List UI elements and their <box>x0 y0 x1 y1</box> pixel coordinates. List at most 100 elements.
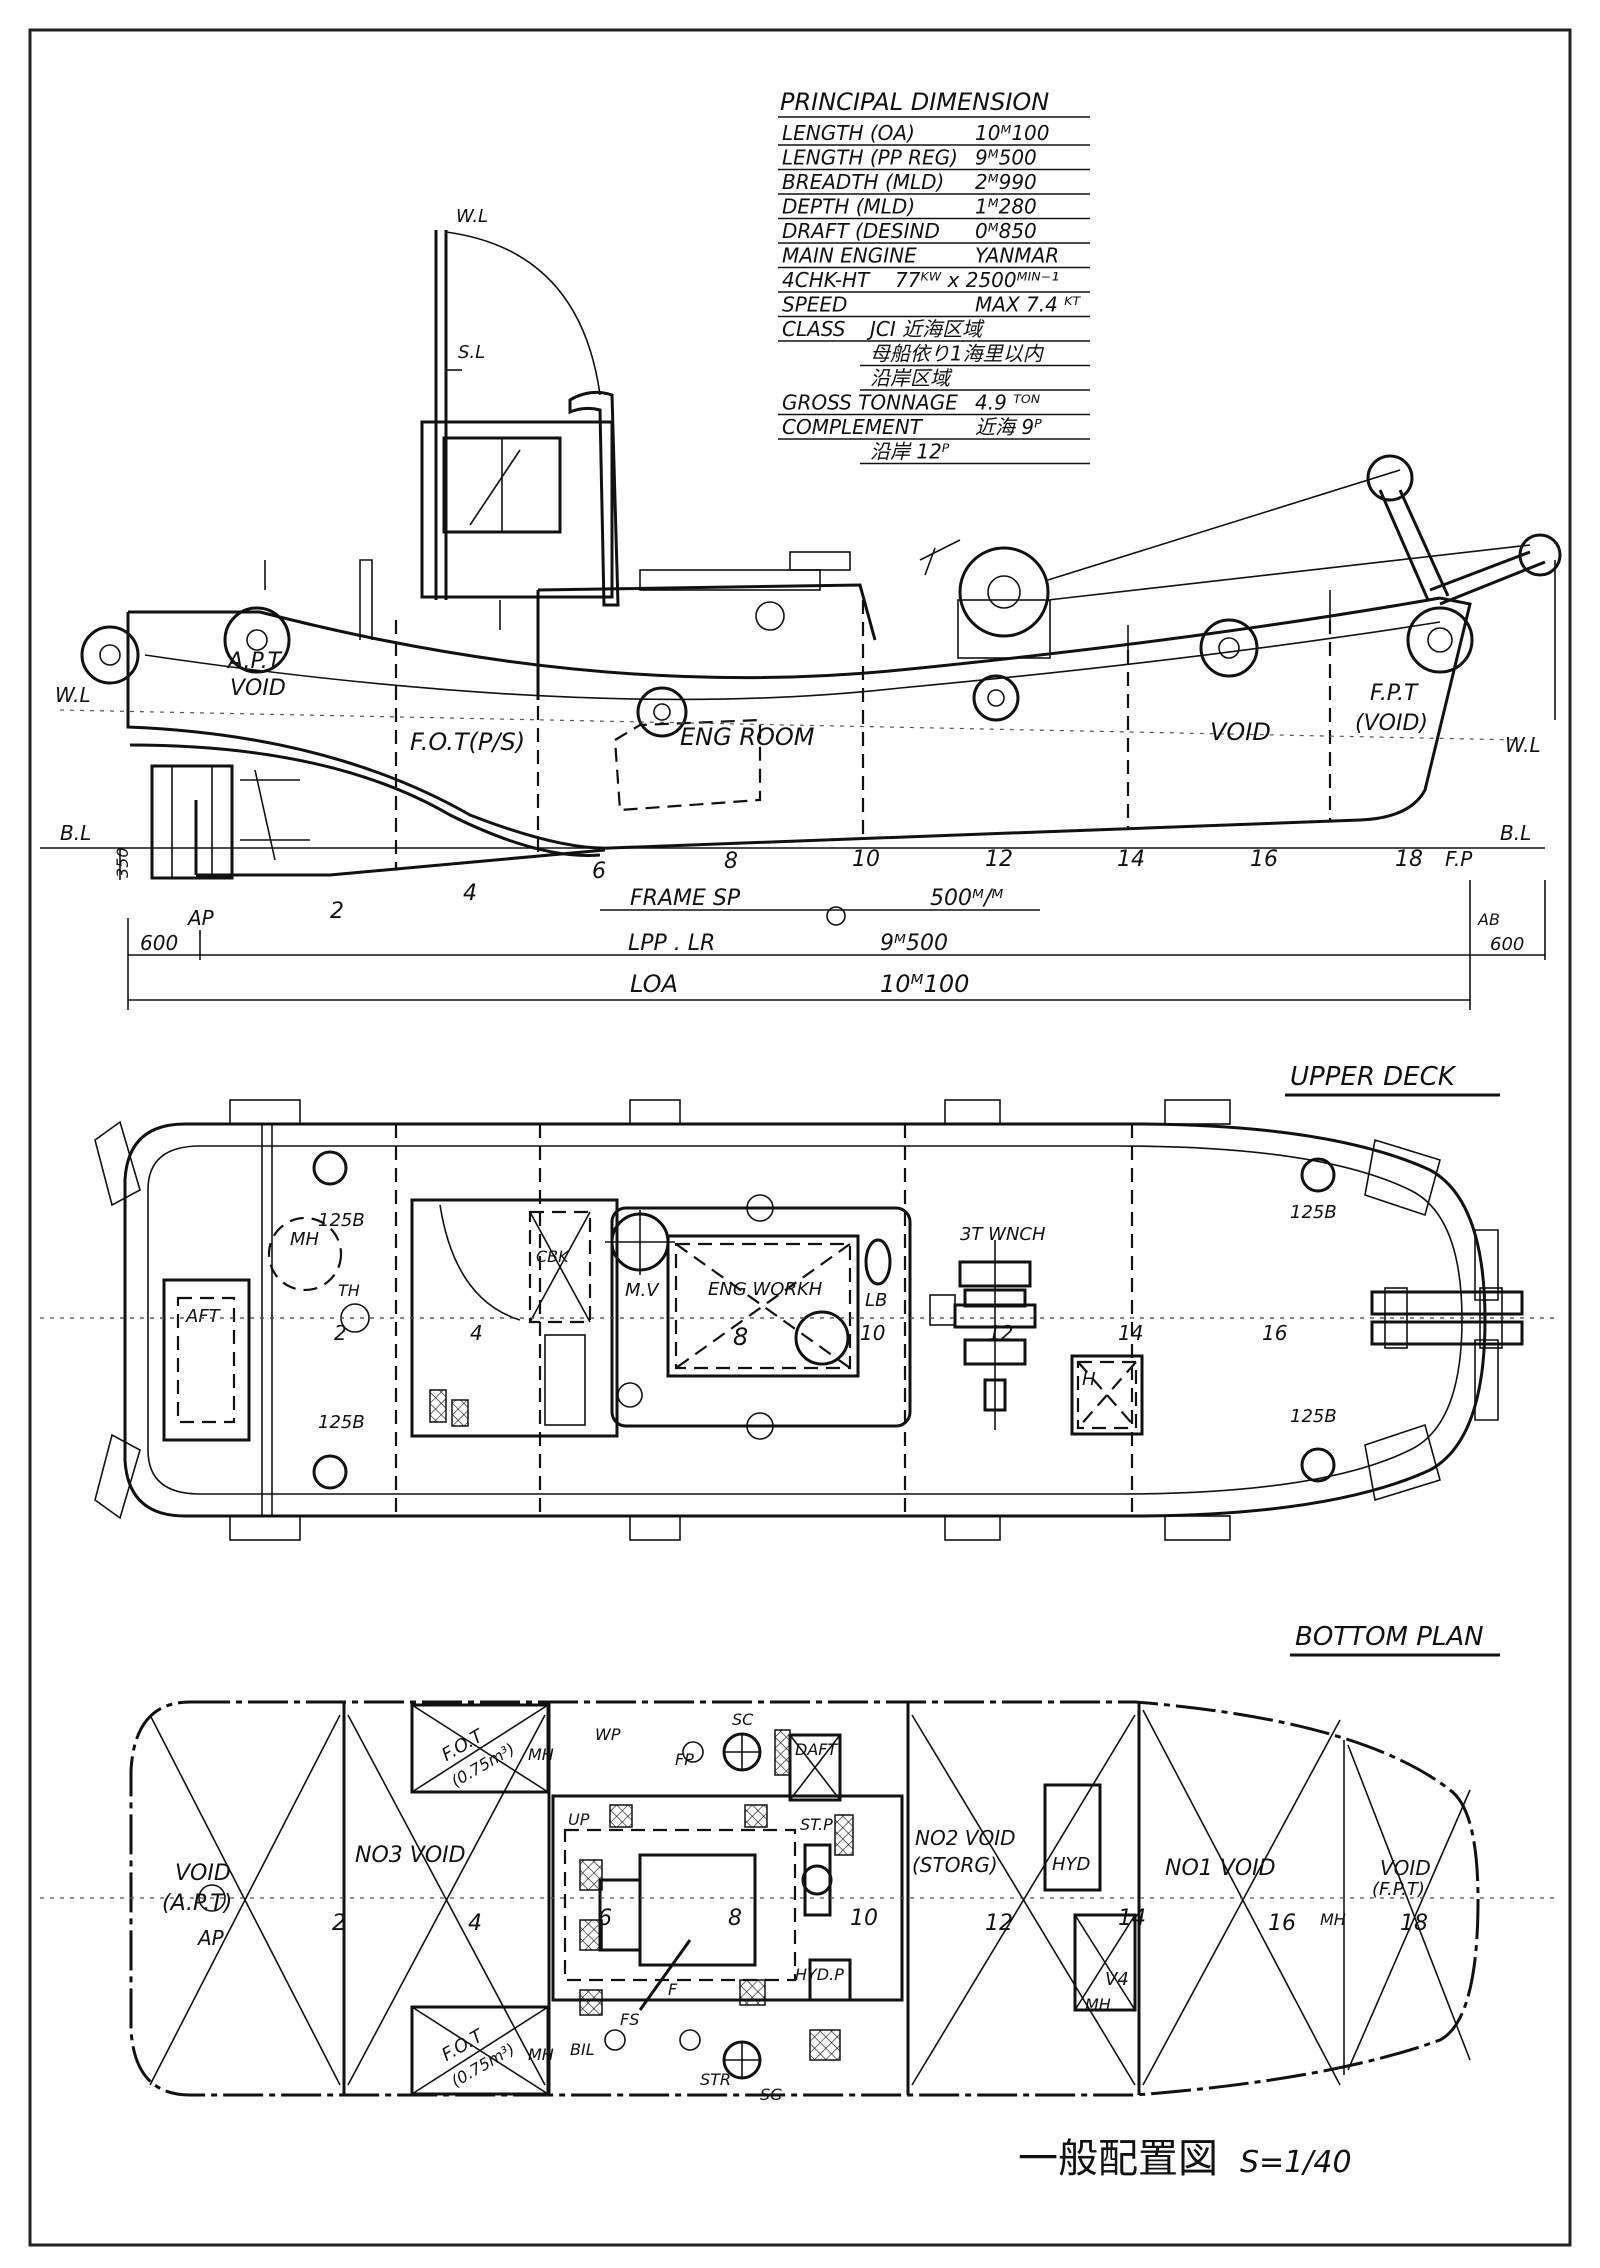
dimension-value: 9ᴹ500 <box>975 146 1037 170</box>
apt-void-label: VOID <box>230 676 286 701</box>
dimension-row: 沿岸 12ᴾ <box>860 440 1090 465</box>
frame-number: 16 <box>1250 847 1278 872</box>
bitts <box>312 1150 1336 1490</box>
rudder <box>150 764 310 880</box>
dimension-label: GROSS TONNAGE <box>782 391 958 415</box>
ap-label: AP <box>186 906 215 930</box>
mast <box>434 230 601 600</box>
dimension-value: 沿岸区域 <box>870 366 953 390</box>
frame-number: 10 <box>860 1321 885 1345</box>
frame-number: 2 <box>330 899 344 924</box>
bottom-plan-title: BOTTOM PLAN <box>1295 1622 1484 1652</box>
lb-label: LB <box>865 1290 887 1311</box>
bl-aft-label: B.L <box>60 821 91 845</box>
bottom-frame-numbers: 2 4 6 8 10 12 14 16 18 <box>332 1906 1428 1936</box>
stp-label: ST.P <box>800 1815 833 1834</box>
dimension-value: 77ᴷᵂ x 2500ᴹᴵᴺ⁻¹ <box>895 268 1059 292</box>
dimension-row: BREADTH (MLD) 2ᴹ990 <box>778 170 1090 195</box>
dimension-label: SPEED <box>782 293 847 317</box>
apt-label: A.P.T <box>226 649 283 674</box>
dimension-row: LENGTH (PP REG)9ᴹ500 <box>778 146 1090 171</box>
mh-label: MH <box>1320 1910 1346 1929</box>
bil-label: BIL <box>570 2040 595 2059</box>
frame-sp-value: 500ᴹ/ᴹ <box>930 886 1003 911</box>
fpt-label: F.P.T <box>1370 681 1419 706</box>
lpp-value: 9ᴹ500 <box>880 931 948 956</box>
frame-number: 6 <box>592 859 606 884</box>
f-label: F <box>668 1980 678 1999</box>
fp-label: F.P <box>1445 847 1473 871</box>
dimension-value: 2ᴹ990 <box>975 170 1037 194</box>
frame-number: 8 <box>728 1906 742 1931</box>
bow-gantry <box>1366 454 1562 720</box>
dimension-label: COMPLEMENT <box>782 415 924 439</box>
hyd-label: HYD <box>1052 1854 1090 1875</box>
dimension-value: 1ᴹ280 <box>975 195 1037 219</box>
table-heading: PRINCIPAL DIMENSION <box>780 88 1049 116</box>
winch-plan <box>929 1240 1037 1430</box>
void-label: VOID <box>1210 718 1271 746</box>
dimension-value: 4.9 ᵀᴼᴺ <box>975 391 1040 415</box>
dimension-row: LENGTH (OA)10ᴹ100 <box>778 121 1090 146</box>
no1-void-label: NO1 VOID <box>1165 1856 1276 1881</box>
sc-label: SC <box>732 1710 754 1729</box>
exhaust-pipe <box>568 390 620 607</box>
frame-number: 10 <box>850 1906 878 1931</box>
frame-number: 8 <box>733 1323 748 1351</box>
drawing-scale: S=1/40 <box>1240 2145 1352 2180</box>
frame-number: 14 <box>1118 1906 1146 1931</box>
bitt-label: 125B <box>1290 1202 1337 1223</box>
upper-deck-title: UPPER DECK <box>1290 1062 1457 1092</box>
sheet-border <box>28 28 1572 2247</box>
dimension-label: BREADTH (MLD) <box>782 170 944 194</box>
dimension-label: LENGTH (OA) <box>782 121 915 145</box>
bitt-label: 125B <box>318 1412 365 1433</box>
drawing-title: 一般配置図 <box>1018 2136 1218 2182</box>
fp-pump-label: FP <box>675 1750 694 1769</box>
bl-fwd-label: B.L <box>1500 821 1531 845</box>
bottom-plan: BOTTOM PLAN F.O.T (0.75m³) F.O.T (0.75m³… <box>40 1622 1560 2104</box>
hull-outline <box>126 596 1472 850</box>
eng-workh-label: ENG WORKH <box>708 1279 823 1300</box>
dimension-lines: 350 FRAME SP 500ᴹ/ᴹ 600 LPP . LR 9ᴹ500 A… <box>113 847 1546 1010</box>
void-apt-sub: (A.P.T) <box>162 1891 232 1916</box>
dimension-row: 沿岸区域 <box>860 366 1090 391</box>
bitt-label: 125B <box>318 1210 365 1231</box>
no2-void-label: NO2 VOID <box>915 1826 1016 1850</box>
frame-number: 2 <box>334 1321 347 1345</box>
daft-label: DAFT <box>795 1740 838 1759</box>
upper-deck-plan: UPPER DECK 125B 125B 125B 125B MH AFT <box>94 1062 1560 1541</box>
no3-void-label: NO3 VOID <box>355 1843 466 1868</box>
fwd-overhang-label: AB <box>1477 910 1500 929</box>
loa-label: LOA <box>630 970 678 998</box>
fpt-void-label: (VOID) <box>1355 711 1428 736</box>
sg-label: SG <box>760 2085 783 2104</box>
frame-sp-label: FRAME SP <box>630 886 741 911</box>
bitt-label: 125B <box>1290 1406 1337 1427</box>
dimension-row: 母船依り1海里以内 <box>860 342 1090 367</box>
void-apt-label: VOID <box>175 1861 231 1886</box>
principal-dimensions-table: PRINCIPAL DIMENSION LENGTH (OA)10ᴹ100LEN… <box>778 88 1090 465</box>
dimension-label: MAIN ENGINE <box>782 244 917 268</box>
dimension-label: DRAFT (DESIND <box>782 219 940 243</box>
frame-number: 10 <box>852 847 880 872</box>
mast-sl-label: S.L <box>458 342 485 363</box>
frame-number: 12 <box>985 847 1013 872</box>
hatch-label: H <box>1082 1369 1096 1390</box>
dimension-value: 沿岸 12ᴾ <box>870 440 950 464</box>
lpp-label: LPP . LR <box>628 931 715 956</box>
mh-label: MH <box>1085 1995 1111 2014</box>
mast-wl-label: W.L <box>456 206 488 227</box>
wheelhouse <box>420 420 614 599</box>
frame-number: 18 <box>1400 1911 1428 1936</box>
dimension-value: 母船依り1海里以内 <box>870 342 1045 366</box>
v4-label: V4 <box>1105 1969 1129 1990</box>
no2-void-sub: (STORG) <box>912 1853 998 1877</box>
